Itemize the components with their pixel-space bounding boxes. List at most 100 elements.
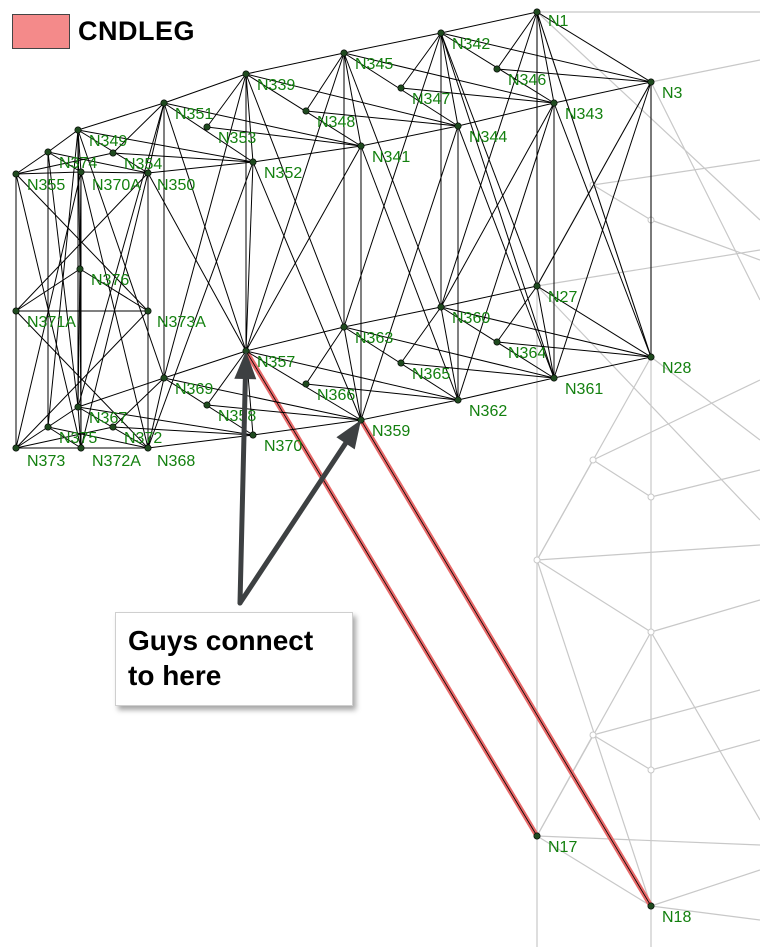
node-N347[interactable] [397, 84, 405, 92]
member-N1-N28 [536, 11, 652, 358]
background-node [589, 731, 597, 739]
member-N376-N373A [79, 268, 149, 312]
member-N352-N359 [252, 161, 362, 421]
node-N370A[interactable] [77, 168, 85, 176]
member-N343-N344 [457, 102, 555, 127]
legend: CNDLEG [12, 14, 195, 49]
node-label-N357: N357 [257, 354, 295, 371]
member-N341-N352 [252, 145, 362, 163]
node-label-N360: N360 [452, 310, 490, 327]
member-N341-N357 [245, 145, 362, 352]
member-N349-N374 [47, 129, 79, 153]
node-label-N373: N373 [27, 453, 65, 470]
callout-arrow-shaft-N357 [237, 376, 248, 606]
node-label-N366: N366 [317, 387, 355, 404]
node-N369[interactable] [160, 374, 168, 382]
node-N343[interactable] [550, 99, 558, 107]
node-N372[interactable] [109, 423, 117, 431]
node-label-N342: N342 [452, 36, 490, 53]
background-member [650, 739, 760, 771]
member-N342-N345 [343, 32, 442, 54]
node-N346[interactable] [493, 65, 501, 73]
node-N355[interactable] [12, 170, 20, 178]
node-label-N370A: N370A [92, 177, 141, 194]
node-label-N350: N350 [157, 177, 195, 194]
node-N353[interactable] [203, 123, 211, 131]
guy-wire-centerline [245, 350, 538, 837]
node-label-N372A: N372A [92, 453, 141, 470]
member-N1-N346 [496, 11, 538, 70]
member-N376-N371A [15, 268, 81, 312]
node-N349[interactable] [74, 126, 82, 134]
node-N371A[interactable] [12, 307, 20, 315]
node-label-N359: N359 [372, 423, 410, 440]
node-N350[interactable] [144, 169, 152, 177]
member-N344-N341 [360, 125, 459, 147]
node-N360[interactable] [437, 303, 445, 311]
background-member [536, 285, 760, 521]
member-N373-N372 [15, 426, 114, 449]
node-N339[interactable] [242, 70, 250, 78]
node-label-N27: N27 [548, 289, 577, 306]
node-N27[interactable] [533, 282, 541, 290]
member-N345-N357 [245, 52, 345, 352]
node-N351[interactable] [160, 99, 168, 107]
node-label-N371A: N371A [27, 314, 76, 331]
node-label-N367: N367 [89, 410, 127, 427]
node-N367[interactable] [74, 403, 82, 411]
node-N3[interactable] [647, 78, 655, 86]
node-label-N368: N368 [157, 453, 195, 470]
node-label-N348: N348 [317, 114, 355, 131]
member-N359-N370 [252, 419, 362, 436]
node-N341[interactable] [357, 142, 365, 150]
member-N360-N365 [400, 306, 442, 364]
node-label-N343: N343 [565, 106, 603, 123]
node-N366[interactable] [302, 380, 310, 388]
node-label-N375: N375 [59, 430, 97, 447]
node-N354[interactable] [109, 149, 117, 157]
node-N344[interactable] [454, 122, 462, 130]
member-N363-N359 [343, 326, 362, 421]
node-N352[interactable] [249, 158, 257, 166]
node-N365[interactable] [397, 359, 405, 367]
node-N373A[interactable] [144, 307, 152, 315]
legend-label: CNDLEG [78, 16, 195, 46]
node-N364[interactable] [493, 338, 501, 346]
node-N376[interactable] [76, 265, 84, 273]
member-N341-N362 [360, 145, 459, 401]
node-N372A[interactable] [77, 444, 85, 452]
node-N342[interactable] [437, 29, 445, 37]
background-member [592, 184, 652, 221]
node-N373[interactable] [12, 444, 20, 452]
member-N351-N357 [163, 102, 247, 352]
node-N368[interactable] [144, 444, 152, 452]
callout-arrowhead-N357 [234, 351, 257, 380]
node-N348[interactable] [302, 107, 310, 115]
legend-swatch [12, 14, 70, 49]
node-N345[interactable] [340, 49, 348, 57]
node-N374[interactable] [44, 148, 52, 156]
member-N363-N366 [305, 326, 345, 385]
node-label-N362: N362 [469, 403, 507, 420]
background-member [536, 544, 760, 561]
node-N363[interactable] [340, 323, 348, 331]
node-N375[interactable] [44, 423, 52, 431]
node-label-N373A: N373A [157, 314, 206, 331]
node-N28[interactable] [647, 353, 655, 361]
member-N370A-N368 [80, 171, 149, 449]
node-label-N341: N341 [372, 149, 410, 166]
node-N361[interactable] [550, 374, 558, 382]
node-N362[interactable] [454, 396, 462, 404]
node-label-N347: N347 [412, 91, 450, 108]
member-N361-N362 [457, 377, 555, 401]
background-member [650, 59, 760, 83]
node-N17[interactable] [533, 832, 541, 840]
member-N351-N352 [163, 102, 254, 163]
member-N352-N350 [147, 161, 254, 174]
node-N18[interactable] [647, 902, 655, 910]
node-N358[interactable] [203, 401, 211, 409]
node-N1[interactable] [533, 8, 541, 16]
node-N370[interactable] [249, 431, 257, 439]
member-N374-N367 [47, 151, 79, 408]
background-member [536, 835, 652, 907]
